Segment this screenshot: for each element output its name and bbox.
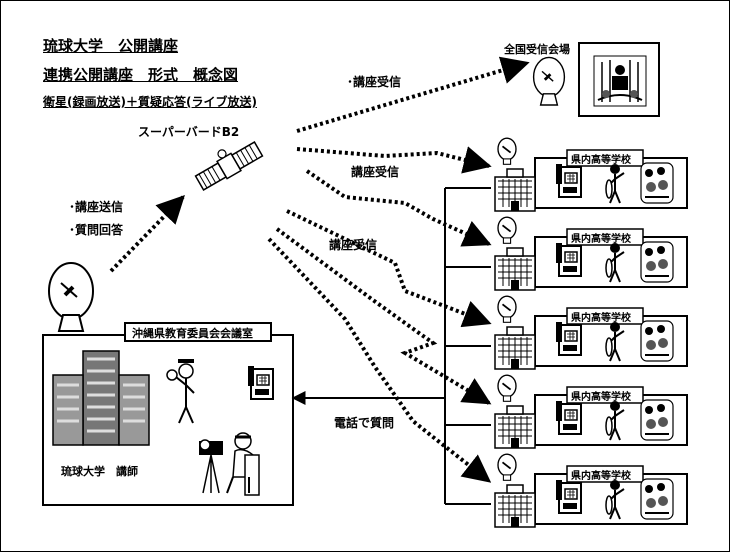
receive-mid1-label: 講座受信 [351,165,400,179]
school-label: 県内高等学校 [571,155,631,166]
venue-dish-icon [532,56,566,107]
uplink-dish-icon [47,261,95,333]
diagram-title: 連携公開講座 形式 概念図 [43,66,239,84]
downlink-school1-arrow [296,146,492,174]
school-row [494,216,688,291]
school-row [494,295,688,370]
downlink-school5-arrow [267,237,492,483]
lecturer-icon [166,359,195,424]
downlink-venue-arrow [296,56,530,133]
school-label: 県内高等学校 [571,234,631,245]
school-label: 県内高等学校 [571,471,631,482]
answer-label: ･質問回答 [69,223,124,237]
venue-image [593,55,647,107]
satellite-label: スーパーバードB2 [138,125,240,139]
receive-mid2-label: 講座受信 [329,238,378,252]
board-phone-icon [247,365,274,400]
board-room-label-box [124,322,272,342]
school-row [494,137,688,212]
lecturer-label: 琉球大学 講師 [61,465,138,478]
downlink-school2-arrow [305,169,492,247]
university-building-icon [52,350,150,446]
board-room-label: 沖縄県教育委員会会議室 [132,327,253,340]
camera-operator-icon [199,432,260,496]
uplink-arrow [109,194,185,273]
broadcast-arrows [109,56,530,483]
school-label: 県内高等学校 [571,313,631,324]
school-label: 県内高等学校 [571,392,631,403]
downlink-school4-arrow [275,227,492,405]
downlink-school3-arrow [286,209,492,328]
receive-top-label: ･講座受信 [347,75,402,89]
school-row [494,374,688,449]
diagram-subtitle: 衛星(録画放送)＋質疑応答(ライブ放送) [43,95,257,109]
satellite-icon [194,141,264,191]
school-row [494,453,688,528]
page-title: 琉球大学 公開講座 [43,37,179,55]
school-network-lines [444,187,491,505]
phone-question-label: 電話で質問 [334,416,395,430]
national-venue-label: 全国受信会場 [504,43,570,56]
send-label: ･講座送信 [69,200,124,214]
